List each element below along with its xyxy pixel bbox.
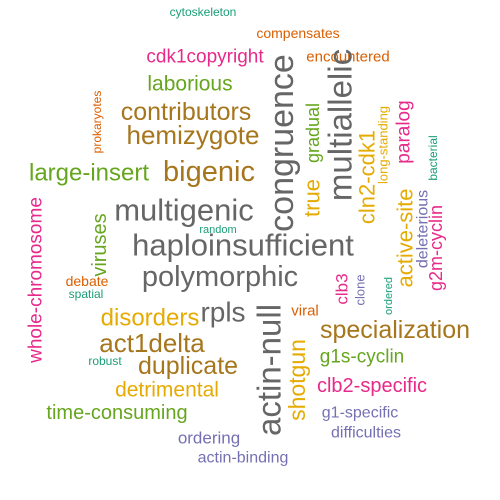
word-bacterial: bacterial [426,135,440,180]
word-true: true [300,179,325,217]
word-debate: debate [66,273,109,289]
word-prokaryotes: prokaryotes [90,91,104,154]
word-whole-chromosome: whole-chromosome [26,197,47,364]
word-detrimental: detrimental [115,379,219,402]
word-duplicate: duplicate [138,352,238,380]
word-shotgun: shotgun [284,339,310,421]
word-clb2-specific: clb2-specific [317,375,427,397]
word-clb3: clb3 [333,273,352,304]
word-cln2-cdk1: cln2-cdk1 [355,130,380,224]
word-difficulties: difficulties [331,425,401,442]
word-paralog: paralog [394,100,415,163]
word-random: random [199,224,236,236]
word-haploinsufficient: haploinsufficient [132,228,354,263]
word-act1delta: act1delta [99,328,205,358]
word-long-standing: long-standing [376,106,391,184]
word-g2m-cyclin: g2m-cyclin [426,205,446,291]
word-robust: robust [88,354,122,368]
word-polymorphic: polymorphic [142,261,298,293]
word-active-site: active-site [393,188,418,287]
word-actin-null: actin-null [251,304,288,436]
word-disorders: disorders [101,305,200,332]
word-multigenic: multigenic [114,193,254,228]
word-actin-binding: actin-binding [198,450,289,467]
word-contributors: contributors [121,98,252,126]
word-ordered: ordered [383,277,395,315]
word-ordering: ordering [178,429,240,448]
word-spatial: spatial [69,287,104,301]
word-cytoskeleton: cytoskeleton [170,5,237,19]
word-multiallelic: multiallelic [322,49,359,201]
word-g1-specific: g1-specific [322,405,398,422]
word-encountered: encountered [306,49,389,66]
word-time-consuming: time-consuming [46,402,187,424]
word-deleterious: deleterious [415,190,432,268]
word-hemizygote: hemizygote [127,120,260,150]
word-laborious: laborious [147,73,232,96]
word-viral: viral [291,303,319,320]
word-viruses: viruses [89,213,111,276]
word-gradual: gradual [303,103,323,163]
word-compensates: compensates [256,25,339,41]
word-specialization: specialization [320,316,470,344]
word-cdk1copyright: cdk1copyright [146,47,264,68]
word-bigenic: bigenic [163,156,255,188]
word-large-insert: large-insert [29,160,149,187]
word-clone: clone [353,274,368,305]
word-congruence: congruence [263,54,301,232]
word-rpls: rpls [200,297,245,328]
word-g1s-cyclin: g1s-cyclin [320,347,404,368]
